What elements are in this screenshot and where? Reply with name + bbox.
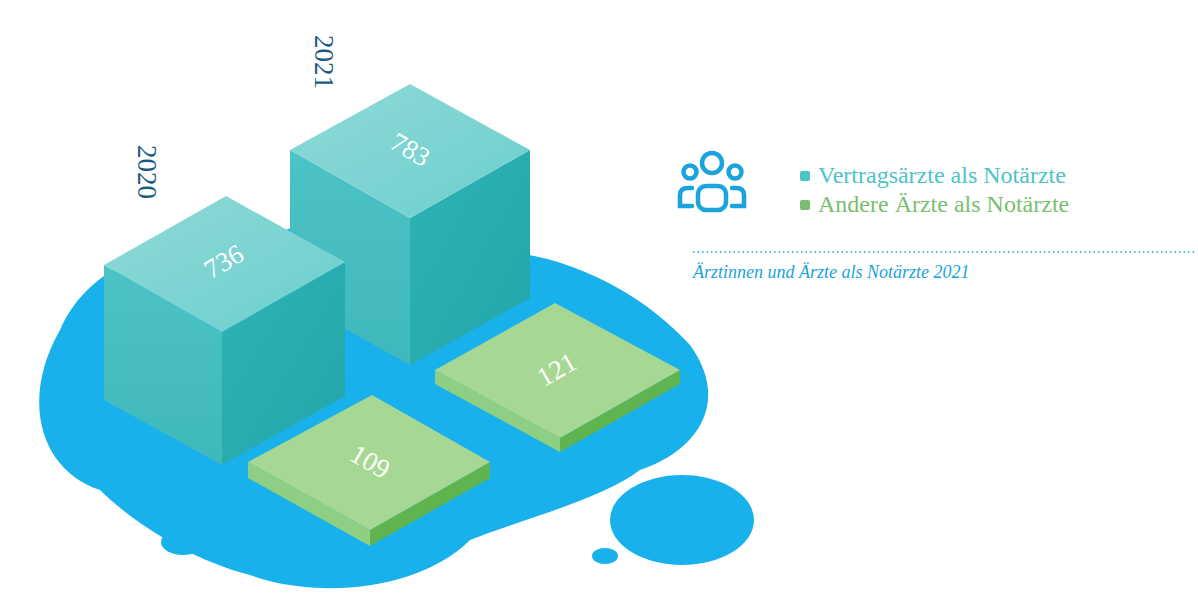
legend-swatch — [800, 200, 810, 210]
blob-drop — [161, 529, 205, 555]
divider — [693, 251, 1195, 253]
tile — [435, 303, 680, 452]
legend-swatch — [800, 171, 810, 181]
blob-drop — [610, 475, 754, 565]
caption: Ärztinnen und Ärzte als Notärzte 2021 — [693, 262, 970, 283]
year-label: 2020 — [133, 145, 160, 199]
blob-drop — [592, 548, 618, 564]
year-label: 2021 — [310, 35, 337, 89]
legend-text: Andere Ärzte als Notärzte — [818, 191, 1069, 217]
legend-text: Vertragsärzte als Notärzte — [818, 162, 1066, 188]
tile — [248, 395, 490, 546]
cube — [104, 196, 345, 465]
people-icon — [680, 153, 744, 210]
